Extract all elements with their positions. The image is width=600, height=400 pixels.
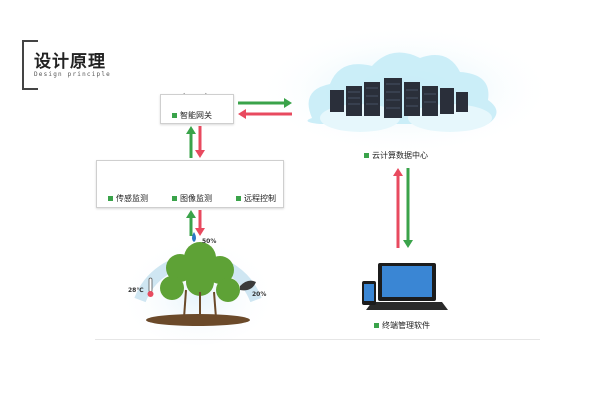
page-subtitle: Design principle (34, 71, 111, 78)
water-drop-icon (192, 232, 196, 242)
baseline-divider (95, 339, 540, 340)
plant-environment (118, 225, 278, 345)
plant-icon (160, 242, 240, 302)
cloud-terminal-arrows (393, 168, 413, 248)
terminal-label: 终端管理软件 (374, 320, 430, 331)
laptop-icon (366, 263, 448, 310)
node-square-icon (364, 153, 369, 158)
node-square-icon (172, 113, 177, 118)
node-square-icon (172, 196, 177, 201)
phone-icon (362, 281, 376, 305)
cloud-label: 云计算数据中心 (364, 150, 428, 161)
thermometer-icon (147, 277, 154, 297)
leaf-icon (240, 280, 256, 291)
page-title: 设计原理 (34, 52, 106, 72)
light-reading: 20% (252, 291, 267, 298)
cloud-text: 云计算数据中心 (372, 151, 428, 160)
sensor-text: 传感监测 (116, 194, 148, 203)
server-rack-icon (330, 78, 468, 118)
gateway-cloud-arrows (238, 98, 292, 119)
remote-label: 远程控制 (236, 193, 276, 204)
image-text: 图像监测 (180, 194, 212, 203)
sensor-label: 传感监测 (108, 193, 148, 204)
node-square-icon (236, 196, 241, 201)
gateway-label: 智能网关 (172, 110, 212, 121)
monitoring-node (96, 160, 284, 208)
temperature-reading: 28℃ (128, 287, 144, 294)
title-bracket (22, 40, 38, 90)
gateway-monitor-arrows (186, 126, 205, 158)
remote-text: 远程控制 (244, 194, 276, 203)
terminal-text: 终端管理软件 (382, 321, 430, 330)
node-square-icon (374, 323, 379, 328)
image-label: 图像监测 (172, 193, 212, 204)
gateway-text: 智能网关 (180, 111, 212, 120)
humidity-reading: 50% (202, 238, 217, 245)
node-square-icon (108, 196, 113, 201)
gateway-node (160, 94, 234, 124)
